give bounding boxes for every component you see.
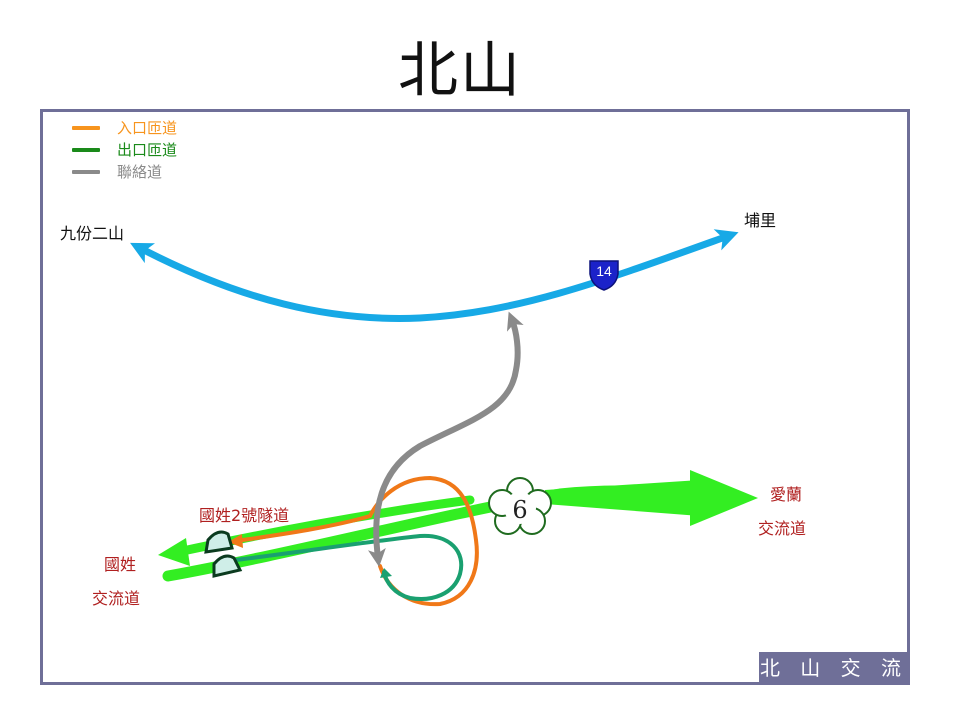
exit-ramp: [234, 533, 464, 601]
legend-label: 入口匝道: [117, 119, 178, 137]
destination-label-guoxing-interchange: 交流道: [92, 589, 141, 608]
destination-label-ailan-interchange: 交流道: [758, 519, 807, 538]
provincial-highway-shield-icon: [589, 260, 619, 291]
provincial-road-14: [130, 229, 739, 322]
destination-label-puli: 埔里: [744, 211, 777, 230]
freeway-6-east-arrowhead: [690, 470, 758, 526]
page-title: 北山: [398, 36, 522, 106]
connector-road: [367, 311, 524, 567]
legend-label: 聯絡道: [117, 163, 163, 181]
legend-entrance-ramp: 入口匝道: [72, 117, 177, 139]
legend-connector-road: 聯絡道: [72, 161, 177, 183]
provincial-shield-number: 14: [596, 263, 612, 279]
legend-swatch-gray: [72, 170, 100, 174]
freeway-shield-number: 6: [512, 496, 527, 524]
legend-swatch-green: [72, 148, 100, 152]
freeway-shield-icon: [488, 477, 552, 535]
exit-ramp-arrowhead: [380, 568, 392, 578]
tunnel-portal-icon: [204, 530, 243, 578]
destination-label-jiufen-ershan: 九份二山: [60, 224, 125, 243]
legend-exit-ramp: 出口匝道: [72, 139, 177, 161]
tunnel-label: 國姓2號隧道: [199, 506, 290, 525]
entrance-ramp-arrowhead: [228, 534, 243, 548]
legend-swatch-orange: [72, 126, 100, 130]
legend: 入口匝道 出口匝道 聯絡道: [72, 117, 177, 183]
legend-label: 出口匝道: [117, 141, 178, 159]
interchange-name-badge: 北 山 交 流 道: [759, 652, 909, 713]
destination-label-ailan: 愛蘭: [770, 485, 803, 504]
freeway-6-mainline-taper: [545, 480, 700, 516]
freeway-6-west-arrowhead: [158, 538, 190, 566]
destination-label-guoxing: 國姓: [104, 555, 137, 574]
